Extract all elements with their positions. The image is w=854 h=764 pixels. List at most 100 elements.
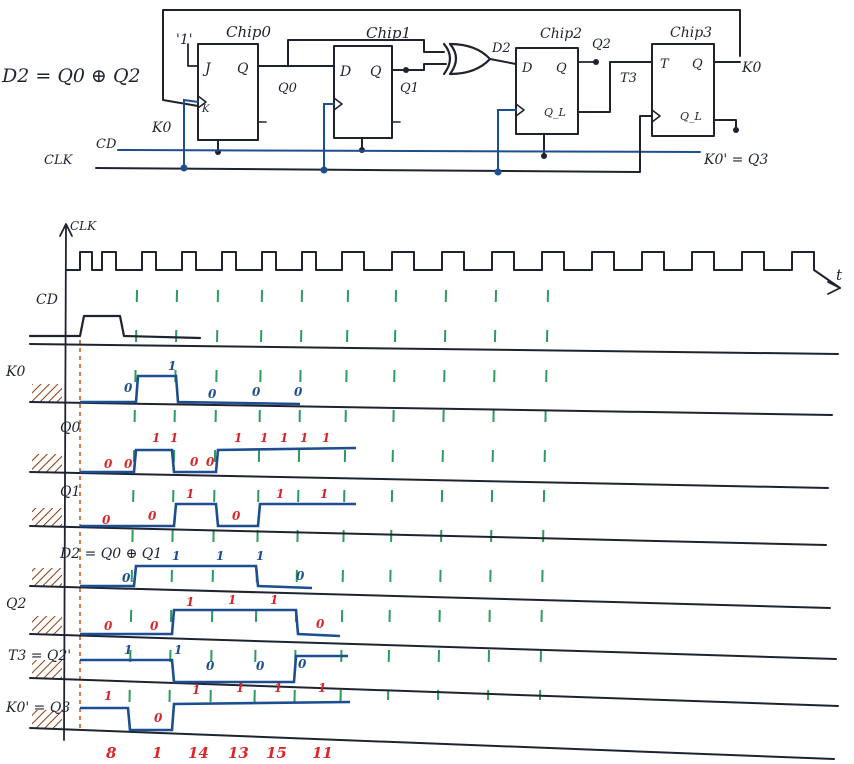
hatched-region [32, 454, 62, 472]
clk-label: CLK [44, 153, 74, 168]
q2-waveform [80, 608, 341, 638]
d2-annotation: 1 [256, 549, 264, 563]
chip2-box [515, 47, 579, 135]
t-axis-label: t [836, 266, 843, 284]
t3-annotation: 0 [256, 659, 265, 673]
chip3-clock-triangle [651, 109, 661, 123]
chip0-pin-j: J [202, 61, 212, 77]
chip3-pin-q: Q [692, 57, 703, 72]
q2-label: Q2 [592, 37, 611, 52]
guide-line [168, 289, 178, 731]
guide-line [387, 289, 397, 701]
chip3-box [651, 43, 715, 137]
guide-line [209, 289, 219, 731]
vertical-axis [63, 224, 67, 741]
q0-to-xor [287, 39, 445, 67]
chip0-clock-triangle [197, 95, 207, 109]
q2-annotation: 1 [270, 593, 278, 607]
k0p-annotation: 1 [192, 683, 200, 697]
guide-line [128, 289, 138, 731]
signal-baseline [29, 727, 835, 760]
t3-annotation: 1 [124, 643, 132, 657]
q0-annotation: 1 [322, 431, 330, 445]
signal-baseline [29, 471, 829, 489]
signal-label: T3 = Q2' [8, 648, 71, 664]
k0p-annotation: 1 [104, 689, 112, 703]
chip1-pin-q: Q [370, 64, 382, 80]
q1-waveform [80, 502, 356, 528]
q1-annotation: 0 [232, 509, 241, 523]
clk-to-chip0 [183, 98, 199, 169]
chip0-box [197, 43, 259, 141]
state-number: 14 [188, 744, 209, 762]
k0-annotation: 0 [252, 385, 261, 399]
k0-output-label: K0 [741, 60, 761, 76]
d2-annotation: 1 [172, 549, 180, 563]
t3-annotation: 1 [174, 643, 182, 657]
q1-annotation: 1 [320, 487, 328, 501]
hatched-region [32, 568, 62, 586]
q1-annotation: 0 [148, 509, 157, 523]
t3-annotation: 0 [206, 659, 215, 673]
hatched-region [32, 384, 62, 402]
d2-waveform [80, 564, 313, 590]
t-axis-arrow [827, 281, 841, 295]
chip2-title: Chip2 [540, 26, 582, 42]
state-number: 13 [228, 744, 249, 762]
signal-baseline [29, 633, 837, 660]
d2-annotation: 1 [216, 549, 224, 563]
hatched-region [32, 508, 62, 526]
q0-annotation: 1 [170, 431, 178, 445]
q0-annotation: 0 [206, 455, 215, 469]
guide-line [539, 289, 549, 701]
signal-label: Q0 [60, 420, 80, 436]
q2-annotation: 0 [316, 617, 325, 631]
q2-annotation: 0 [104, 619, 113, 633]
signal-baseline [29, 401, 833, 416]
hatched-region [32, 710, 62, 728]
chip0-pin-k: K [201, 104, 210, 115]
chip2-pin-q: Q [556, 61, 567, 76]
feedback-wire [162, 9, 741, 107]
guide-line [487, 289, 497, 701]
constant-one-label: '1' [176, 32, 193, 48]
q0-annotation: 0 [104, 457, 113, 471]
k0p-waveform [80, 700, 351, 732]
vertical-axis-arrow [59, 223, 73, 237]
k0p-q3-label: K0' = Q3 [703, 152, 768, 168]
clk-to-chip2 [497, 109, 517, 173]
q1-annotation: 1 [186, 487, 194, 501]
q2-annotation: 1 [228, 593, 236, 607]
signal-label: K0' = Q3 [5, 700, 70, 716]
signal-label: CD [36, 292, 58, 308]
guide-line [437, 289, 447, 701]
q1-annotation: 0 [102, 513, 111, 527]
state-number: 15 [266, 744, 287, 762]
k0p-annotation: 1 [318, 681, 326, 695]
chip0-title: Chip0 [226, 23, 272, 41]
clk-node-1 [320, 166, 328, 174]
signal-label: D2 = Q0 ⊕ Q1 [59, 546, 162, 562]
k0p-annotation: 1 [236, 681, 244, 695]
cd-waveform [28, 314, 202, 340]
d2-annotation: 0 [296, 569, 305, 583]
clock-waveform [65, 251, 841, 289]
t3-wire [577, 61, 653, 113]
d2-annotation: 0 [122, 571, 131, 585]
q2-node [593, 59, 599, 65]
state-number: 8 [106, 744, 117, 762]
q0-label: Q0 [278, 81, 297, 96]
chip1-clock-triangle [333, 97, 343, 111]
q0-waveform [80, 446, 357, 474]
chip1-box [333, 45, 393, 139]
chip1-title: Chip1 [366, 24, 411, 42]
signal-baseline [29, 585, 831, 609]
state-number: 1 [152, 744, 162, 762]
hatched-region [32, 616, 62, 634]
clk-node-0 [180, 164, 188, 172]
